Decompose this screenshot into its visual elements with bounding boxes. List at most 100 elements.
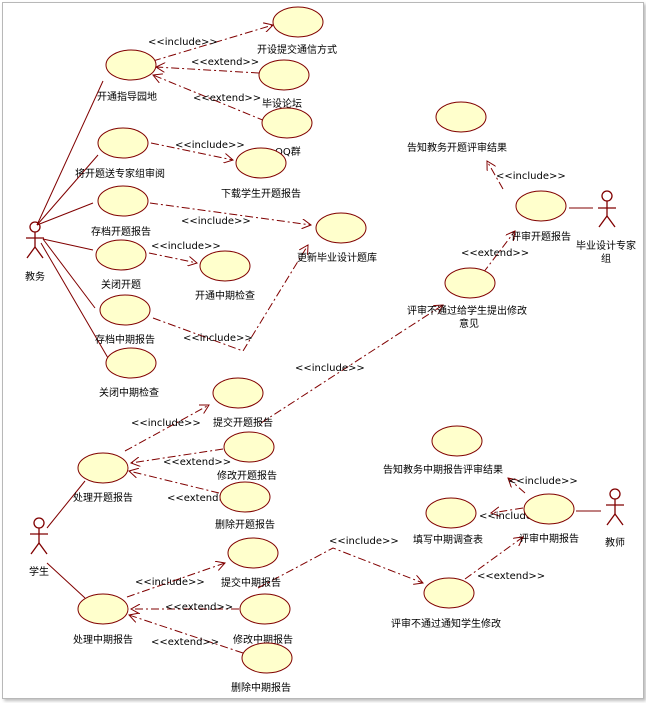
use-case-u19[interactable]: 删除开题报告 (215, 481, 275, 531)
label-include-u2-u1: <<include>> (148, 37, 218, 48)
svg-text:处理开题报告: 处理开题报告 (73, 491, 133, 504)
dep-u22-u20 (508, 478, 526, 494)
label-include-u18-u16: <<include>> (131, 418, 201, 429)
assoc-student-u24 (46, 562, 86, 599)
label-extend-u15-u14: <<extend>> (461, 248, 529, 259)
actor-student[interactable]: 学生 (29, 517, 49, 578)
assoc-admin-u5 (36, 154, 99, 226)
svg-text:提交中期报告: 提交中期报告 (221, 576, 281, 589)
use-case-u8[interactable]: 更新毕业设计题库 (297, 212, 377, 264)
svg-text:删除开题报告: 删除开题报告 (215, 518, 275, 531)
svg-text:存档开题报告: 存档开题报告 (91, 225, 151, 238)
dep-u11-u8 (152, 245, 308, 352)
use-case-u1[interactable]: 开设提交通信方式 (257, 6, 337, 56)
use-case-u16[interactable]: 提交开题报告 (212, 377, 273, 429)
label-extend-u3-u2: <<extend>> (191, 57, 259, 68)
use-case-u20[interactable]: 告知教务中期报告评审结果 (383, 425, 503, 476)
dep-u9-u10 (148, 252, 197, 263)
dep-u5-u6 (150, 142, 233, 160)
svg-text:将开题送专家组审阅: 将开题送专家组审阅 (75, 167, 165, 180)
dep-u22-u21 (491, 508, 524, 513)
dep-u26-u24 (129, 615, 244, 654)
svg-text:开设提交通信方式: 开设提交通信方式 (257, 43, 337, 56)
use-case-u21[interactable]: 填写中期调查表 (413, 497, 483, 546)
dependencies (124, 25, 526, 654)
svg-text:评审不通过给学生提出修改: 评审不通过给学生提出修改 (407, 304, 527, 317)
dep-u23-u27 (257, 547, 423, 589)
dep-u4-u2 (153, 75, 266, 122)
actor-teacher[interactable]: 教师 (605, 488, 625, 549)
label-include-u9-u10: <<include>> (151, 241, 221, 252)
dep-u7-u8 (149, 202, 311, 225)
svg-text:评审开题报告: 评审开题报告 (511, 230, 571, 243)
use-case-u2[interactable]: 开通指导园地 (97, 49, 157, 103)
dep-u27-u22 (464, 537, 523, 580)
svg-text:更新毕业设计题库: 更新毕业设计题库 (297, 251, 377, 264)
use-case-u12[interactable]: 关闭中期检查 (99, 347, 159, 399)
actor-expert[interactable]: 毕业设计专家 组 (576, 190, 636, 265)
use-case-u13[interactable]: 告知教务开题评审结果 (407, 101, 507, 154)
actor-admin-label: 教务 (25, 270, 45, 283)
actor-expert-label-line2: 组 (601, 252, 611, 265)
svg-text:开通中期检查: 开通中期检查 (195, 289, 255, 302)
dep-u3-u2 (156, 67, 260, 74)
dep-u2-u1 (152, 25, 273, 62)
assoc-admin-u2 (36, 80, 104, 226)
svg-text:关闭开题: 关闭开题 (101, 278, 141, 291)
use-case-u9[interactable]: 关闭开题 (95, 239, 147, 291)
use-case-u24[interactable]: 处理中期报告 (73, 593, 133, 646)
stereotype-labels: <<include>> <<extend>> <<extend>> <<incl… (131, 37, 578, 648)
use-case-u18[interactable]: 处理开题报告 (73, 452, 133, 504)
label-include-u22-u20: <<include>> (508, 476, 578, 487)
label-extend-u4-u2: <<extend>> (193, 93, 261, 104)
svg-text:删除中期报告: 删除中期报告 (231, 681, 291, 694)
use-case-u17[interactable]: 修改开题报告 (217, 431, 277, 482)
dep-u14-u13 (487, 161, 504, 190)
assoc-admin-u12 (40, 242, 109, 359)
use-case-u11[interactable]: 存档中期报告 (95, 294, 155, 346)
svg-text:修改开题报告: 修改开题报告 (217, 469, 277, 482)
label-include-u23-u27: <<include>> (329, 536, 399, 547)
assoc-admin-u11 (42, 238, 96, 309)
actor-admin[interactable]: 教务 (25, 221, 45, 283)
label-include-u24-u23: <<include>> (135, 577, 205, 588)
label-extend-u25-u24: <<extend>> (165, 602, 233, 613)
svg-text:告知教务开题评审结果: 告知教务开题评审结果 (407, 141, 507, 154)
label-include-u22-u21: <<include>> (479, 511, 549, 522)
label-include-u16-u15: <<include>> (295, 363, 365, 374)
use-case-u15[interactable]: 评审不通过给学生提出修改 意见 (407, 267, 527, 330)
label-extend-u19-u18: <<extend>> (167, 493, 235, 504)
assoc-student-u18 (46, 480, 86, 529)
svg-text:评审中期报告: 评审中期报告 (519, 532, 579, 545)
use-case-u23[interactable]: 提交中期报告 (221, 537, 281, 589)
use-case-u3[interactable]: 毕设论坛 (258, 59, 310, 110)
svg-text:关闭中期检查: 关闭中期检查 (99, 386, 159, 399)
svg-text:存档中期报告: 存档中期报告 (95, 333, 155, 346)
label-extend-u27-u22: <<extend>> (477, 571, 545, 582)
use-cases: 开设提交通信方式 开通指导园地 毕设论坛 QQ群 将开题送专家组审阅 下载学生开… (73, 6, 579, 694)
actor-student-label: 学生 (29, 565, 49, 578)
use-case-u25[interactable]: 修改中期报告 (233, 593, 293, 646)
use-case-u6[interactable]: 下载学生开题报告 (221, 147, 301, 200)
use-case-u7[interactable]: 存档开题报告 (91, 185, 151, 238)
dep-u19-u18 (129, 471, 220, 494)
associations (36, 80, 601, 599)
dep-u15-u14 (482, 231, 515, 274)
svg-text:开通指导园地: 开通指导园地 (97, 90, 157, 103)
use-case-u22[interactable]: 评审中期报告 (519, 493, 579, 545)
label-include-u7-u8: <<include>> (181, 216, 251, 227)
label-include-u14-u13: <<include>> (496, 171, 566, 182)
use-case-u5[interactable]: 将开题送专家组审阅 (75, 127, 165, 180)
svg-text:填写中期调查表: 填写中期调查表 (413, 533, 483, 546)
assoc-admin-u9 (42, 238, 94, 251)
use-case-u10[interactable]: 开通中期检查 (195, 250, 255, 302)
use-case-u27[interactable]: 评审不通过通知学生修改 (391, 577, 501, 630)
label-extend-u17-u18: <<extend>> (163, 457, 231, 468)
use-case-u14[interactable]: 评审开题报告 (511, 190, 571, 243)
use-case-u26[interactable]: 删除中期报告 (231, 642, 293, 694)
assoc-admin-u7 (36, 202, 94, 226)
svg-text:告知教务中期报告评审结果: 告知教务中期报告评审结果 (383, 463, 503, 476)
svg-text:提交开题报告: 提交开题报告 (213, 416, 273, 429)
actor-expert-label-line1: 毕业设计专家 (576, 239, 636, 252)
label-include-u5-u6: <<include>> (175, 140, 245, 151)
